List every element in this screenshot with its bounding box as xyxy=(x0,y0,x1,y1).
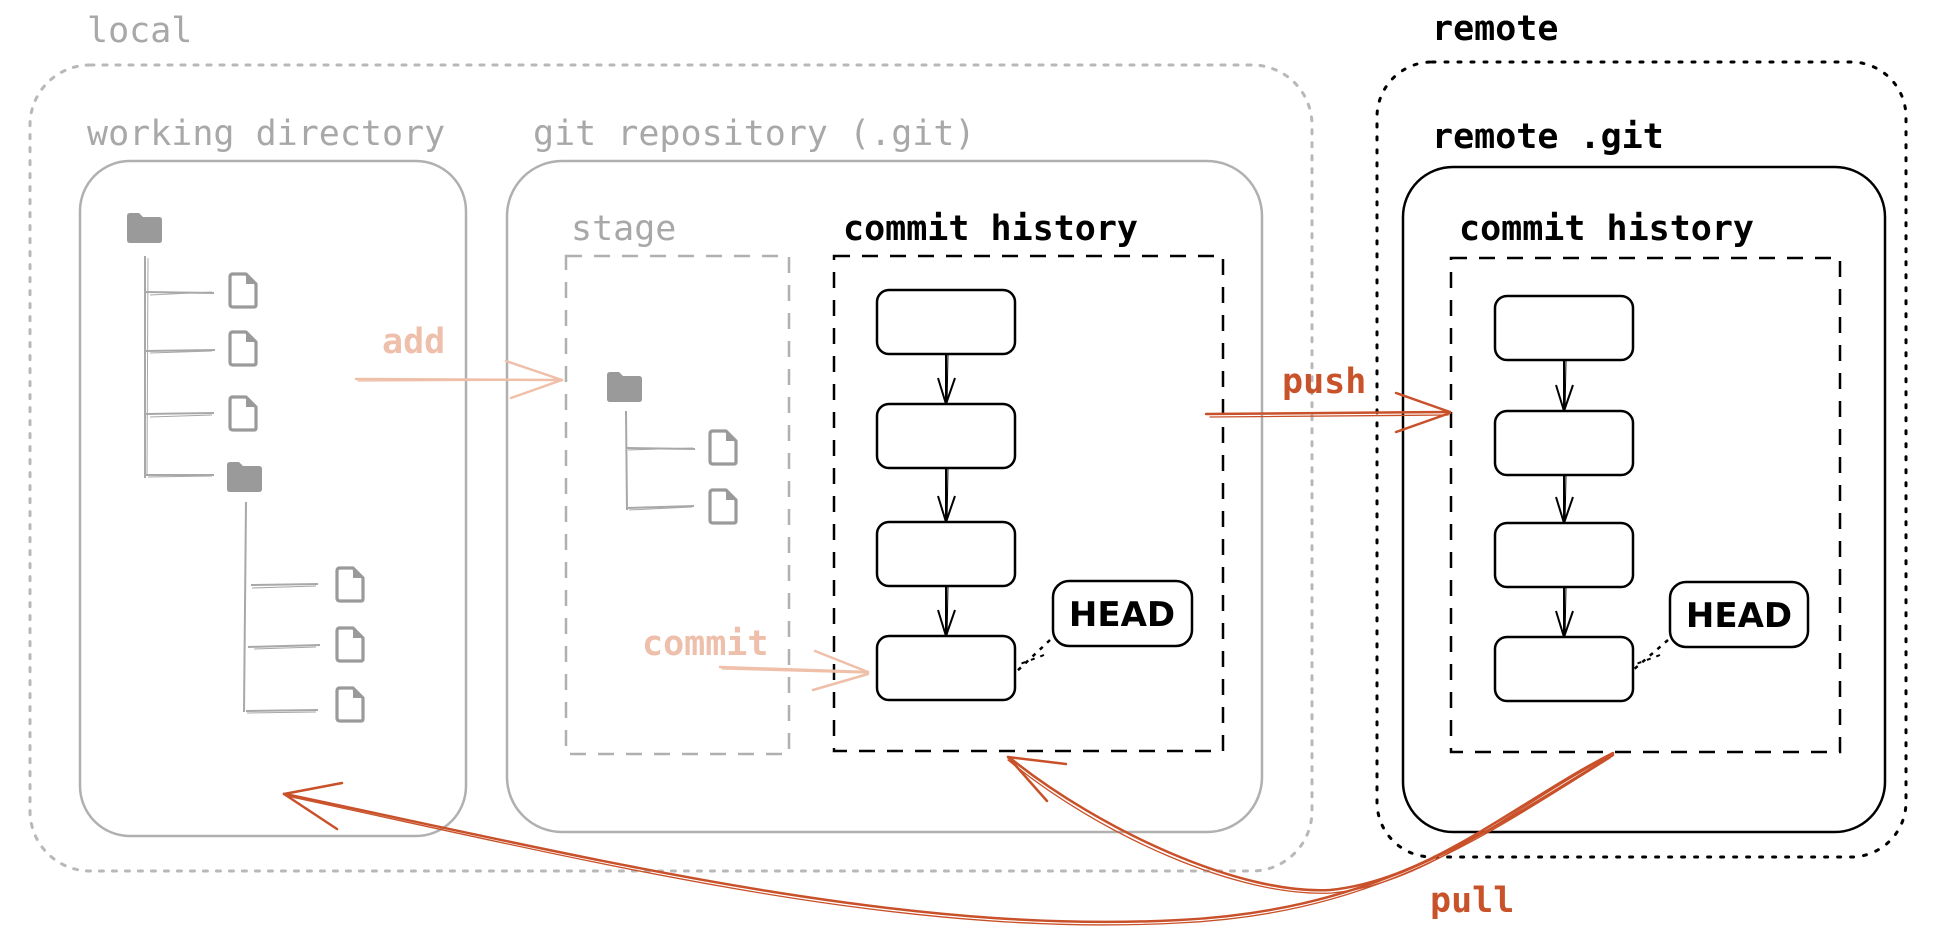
commit-node[interactable] xyxy=(875,634,1017,702)
local-head-box[interactable] xyxy=(1051,579,1194,648)
file-icon xyxy=(228,395,258,432)
stage-box xyxy=(564,254,791,756)
add-arrow xyxy=(354,359,564,400)
commit-link-arrow xyxy=(937,467,956,523)
file-icon xyxy=(228,330,258,367)
commit-link-arrow xyxy=(1555,586,1574,638)
git-repository-box xyxy=(505,159,1264,834)
remote-commit-list xyxy=(1493,294,1635,703)
git-repository-label: git repository (.git) xyxy=(533,114,976,154)
commit-node[interactable] xyxy=(875,402,1017,470)
remote-head-connector xyxy=(1631,639,1669,672)
file-icon xyxy=(335,566,365,603)
root-folder-icon xyxy=(127,213,162,243)
push-arrow xyxy=(1204,391,1452,434)
stage-folder-icon xyxy=(607,372,642,402)
pull-arrow-to-working-directory xyxy=(282,753,1615,926)
commit-node[interactable] xyxy=(1493,521,1635,589)
file-icon xyxy=(708,488,738,525)
file-icon xyxy=(228,272,258,309)
commit-node[interactable] xyxy=(1493,294,1635,362)
file-icon xyxy=(335,626,365,663)
file-icon xyxy=(708,429,738,466)
commit-link-arrow xyxy=(937,353,956,405)
local-region xyxy=(28,63,1314,873)
pull-arrow-to-commit-history xyxy=(1006,751,1615,894)
local-head-pointer[interactable]: HEAD xyxy=(1015,579,1194,673)
push-label: push xyxy=(1282,362,1366,402)
working-directory-label: working directory xyxy=(87,114,445,154)
remote-git-label: remote .git xyxy=(1432,117,1664,157)
commit-node[interactable] xyxy=(875,520,1017,588)
commit-link-arrow xyxy=(937,585,956,637)
local-commit-history-label: commit history xyxy=(843,209,1138,249)
remote-commit-history-label: commit history xyxy=(1459,209,1754,249)
add-label: add xyxy=(382,322,445,362)
commit-node[interactable] xyxy=(875,288,1017,356)
working-directory-box xyxy=(78,159,468,838)
stage-label: stage xyxy=(571,209,676,249)
commit-node[interactable] xyxy=(1493,635,1635,703)
remote-head-box[interactable] xyxy=(1668,580,1810,649)
stage-tree xyxy=(625,410,696,511)
remote-git-box xyxy=(1401,165,1887,834)
remote-commit-history-box xyxy=(1449,256,1842,754)
commit-label: commit xyxy=(642,624,768,664)
commit-arrow xyxy=(718,649,870,692)
commit-node[interactable] xyxy=(1493,409,1635,477)
remote-head-pointer[interactable]: HEAD xyxy=(1631,580,1810,672)
commit-link-arrow xyxy=(1555,359,1574,412)
remote-label: remote xyxy=(1432,9,1558,49)
pull-label: pull xyxy=(1430,881,1514,921)
file-icon xyxy=(335,686,365,723)
local-head-label: HEAD xyxy=(1069,595,1175,635)
commit-link-arrow xyxy=(1555,474,1574,524)
local-head-connector xyxy=(1015,639,1051,673)
remote-head-label: HEAD xyxy=(1686,596,1792,636)
working-directory-tree xyxy=(144,256,321,714)
local-commit-list xyxy=(875,288,1017,702)
remote-region xyxy=(1375,60,1908,859)
subfolder-icon xyxy=(227,462,262,492)
local-label: local xyxy=(87,11,192,51)
local-commit-history-box xyxy=(832,254,1225,753)
